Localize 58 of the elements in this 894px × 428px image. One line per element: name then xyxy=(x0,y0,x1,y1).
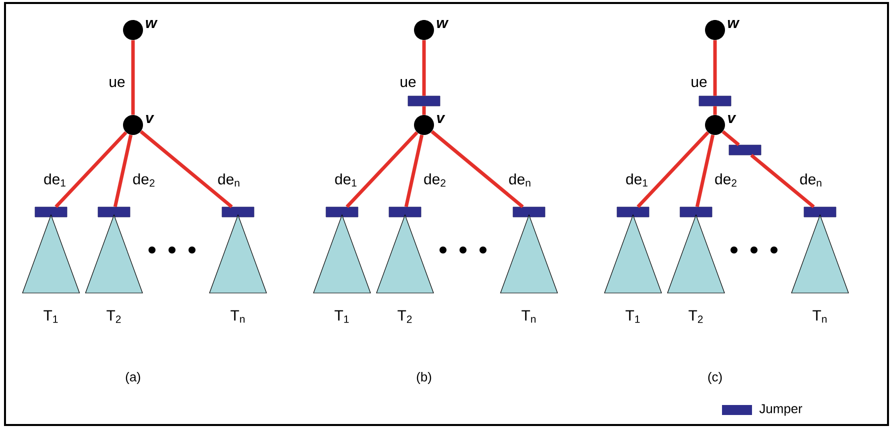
edge-label: de$_{1}$ xyxy=(624,172,650,188)
node-circle xyxy=(414,115,434,135)
jumper-bar xyxy=(408,96,440,106)
panel-label: (c) xyxy=(708,372,722,384)
jumper-bar xyxy=(512,206,546,218)
jumper-bar xyxy=(804,206,836,218)
edge-line xyxy=(722,130,740,146)
jumper-bar xyxy=(388,206,422,218)
edge-label: de$_{n}$ xyxy=(798,172,824,188)
edge-label: de$_{n}$ xyxy=(508,172,532,188)
edge-line xyxy=(422,106,426,115)
vertex-label: v xyxy=(728,115,736,123)
edge-label: de$_{1}$ xyxy=(334,172,358,188)
vertex-label: w xyxy=(728,20,740,28)
edge-label: de$_{1}$ xyxy=(42,172,68,188)
edge-line xyxy=(131,40,135,115)
edge-label: ue xyxy=(108,78,126,88)
edge-line xyxy=(695,134,715,208)
subtree-label: T$_{1}$ xyxy=(334,310,349,323)
legend-label: Jumper xyxy=(759,404,802,416)
edge-label: ue xyxy=(690,78,708,88)
node-circle xyxy=(123,20,143,40)
panel-label: (b) xyxy=(416,372,432,384)
jumper-bar xyxy=(698,96,732,106)
edge-label: de$_{n}$ xyxy=(216,172,242,188)
subtree-label: T$_{2}$ xyxy=(398,310,412,323)
subtree-label: T$_{1}$ xyxy=(626,310,640,323)
jumper-bar xyxy=(326,206,358,218)
edge-line xyxy=(422,40,426,96)
edge-label: de$_{2}$ xyxy=(422,172,448,188)
edge-label: ue xyxy=(398,78,418,88)
node-circle xyxy=(414,20,434,40)
jumper-bar xyxy=(34,206,68,218)
subtree-label: T$_{n}$ xyxy=(812,310,827,323)
edge-line xyxy=(713,40,717,96)
vertex-label: w xyxy=(436,20,449,28)
vertex-label: v xyxy=(437,115,446,123)
subtree-label: T$_{2}$ xyxy=(106,310,121,323)
panel-label: (a) xyxy=(126,372,140,384)
jumper-bar xyxy=(616,206,650,218)
subtree-label: T$_{n}$ xyxy=(230,310,245,323)
node-circle xyxy=(123,115,143,135)
node-circle xyxy=(705,20,725,40)
jumper-bar xyxy=(222,206,254,218)
edge-label: de$_{2}$ xyxy=(714,172,738,188)
vertex-label: w xyxy=(146,20,158,28)
edge-line xyxy=(404,134,424,208)
node-circle xyxy=(705,115,725,135)
edge-label: de$_{2}$ xyxy=(132,172,156,188)
jumper-bar xyxy=(98,206,130,218)
jumper-bar xyxy=(728,144,762,156)
subtree-label: T$_{n}$ xyxy=(522,310,536,323)
edge-line xyxy=(113,134,133,208)
jumper-bar xyxy=(680,206,712,218)
vertex-label: v xyxy=(146,115,154,123)
edge-line xyxy=(713,106,717,115)
subtree-label: T$_{1}$ xyxy=(44,310,58,323)
subtree-label: T$_{2}$ xyxy=(688,310,703,323)
